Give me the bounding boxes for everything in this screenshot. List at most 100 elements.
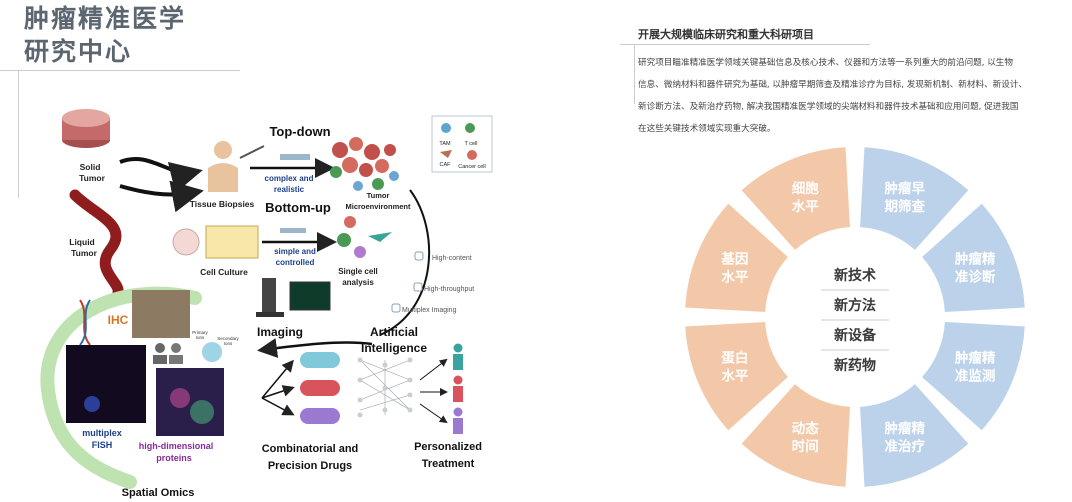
wheel-segment-label: 水平: [721, 368, 749, 385]
complex-realistic-label-2: realistic: [274, 185, 305, 194]
single-cell-icon-4: [368, 232, 392, 242]
wheel-segment-label: 时间: [792, 438, 819, 455]
multiplex-fish-label-1: multiplex: [82, 428, 122, 438]
personalized-label-1: Personalized: [414, 441, 482, 453]
heading-divider-vertical: [634, 44, 635, 104]
high-throughput-label: High-throughput: [424, 286, 474, 293]
spatial-omics-label: Spatial Omics: [122, 487, 195, 499]
secondary-ions-label-1: Secondary: [217, 336, 239, 341]
personalized-label-2: Treatment: [422, 458, 475, 470]
patient-figure: [208, 141, 265, 192]
microscope-icon: [256, 278, 284, 317]
arrow-drug-3: [261, 397, 295, 416]
complex-realistic-label-1: complex and: [265, 174, 314, 183]
primary-ions-label-1: Primary: [192, 330, 208, 335]
wheel-segment-label: 肿瘤精: [955, 350, 996, 367]
tissue-biopsies-label: Tissue Biopsies: [190, 199, 255, 209]
arrow-to-spatial: [257, 338, 373, 358]
wheel-center-label: 新技术: [834, 267, 876, 284]
wheel-segment: [860, 384, 969, 487]
tme-label-2: Microenvironment: [345, 202, 411, 211]
arrow-drug-2: [261, 385, 295, 399]
body-line-1: 研究项目瞄准精准医学领域关键基础信息及核心技术、仪器和方法等一系列重大的前沿问题…: [638, 58, 1013, 68]
precision-medicine-figure: Solid Tumor Liquid Tumor Tissue Biopsies…: [40, 109, 493, 499]
protein-stain-1: [170, 388, 190, 408]
wheel-center-label: 新设备: [834, 327, 877, 344]
imaging-label: Imaging: [257, 325, 303, 339]
tcell-icon: [465, 123, 475, 133]
wheel-segment-label: 准诊断: [955, 268, 996, 285]
capsule-red-icon: [300, 380, 340, 396]
arrow-person-1: [419, 358, 448, 381]
wheel-segment: [860, 147, 969, 250]
single-cell-icon-1: [344, 216, 356, 228]
title-divider: [0, 70, 240, 71]
patient-icon-purple: [453, 407, 463, 434]
arrow-drug-1: [261, 359, 294, 399]
tcell-label: T cell: [464, 141, 477, 147]
multiplex-imaging-label: Multiplex Imaging: [402, 307, 457, 314]
dna-icon: [79, 299, 91, 346]
wheel-segment: [685, 322, 788, 431]
wheel-segment-label: 细胞: [792, 180, 819, 197]
ai-label-1: Artificial: [370, 325, 418, 339]
wheel-segment: [741, 384, 850, 487]
combinatorial-label-1: Combinatorial and: [262, 443, 359, 455]
heading-divider: [620, 44, 870, 45]
cancer-cell-label: Cancer cell: [458, 164, 486, 170]
secondary-ions-label-2: Ions: [224, 341, 233, 346]
arrow-person-3: [419, 403, 448, 424]
patient-icon-teal: [453, 343, 463, 370]
research-wheel-diagram: 肿瘤早期筛查肿瘤精准诊断肿瘤精准监测肿瘤精准治疗动态时间蛋白水平基因水平细胞水平…: [685, 147, 1025, 487]
wheel-segment: [922, 322, 1025, 431]
wheel-segment-label: 水平: [721, 268, 749, 285]
neural-network-nodes: [357, 357, 413, 418]
multiplex-fish-label-2: FISH: [92, 440, 113, 450]
slide-icon-2: [280, 228, 306, 233]
wheel-segment-label: 期筛查: [884, 198, 925, 215]
tam-icon: [441, 123, 451, 133]
high-dim-label-2: proteins: [156, 453, 192, 463]
solid-tumor-illustration: [62, 109, 110, 148]
wheel-center-label: 新药物: [834, 357, 876, 374]
multiplex-imaging-marker: [391, 303, 401, 313]
imaging-monitor: [289, 281, 331, 311]
multiplex-fish-image: [66, 345, 146, 423]
ai-label-2: Intelligence: [361, 341, 427, 355]
tam-label: TAM: [439, 141, 451, 147]
cancer-cell-icon: [467, 150, 477, 160]
petri-dish-icon: [172, 228, 200, 256]
caf-label: CAF: [440, 162, 452, 168]
section-body: 研究项目瞄准精准医学领域关键基础信息及核心技术、仪器和方法等一系列重大的前沿问题…: [638, 52, 1072, 140]
wheel-segment-label: 水平: [792, 198, 819, 215]
liquid-tumor-label-1: Liquid: [69, 237, 95, 247]
high-dim-protein-image: [156, 368, 224, 436]
capsule-purple-icon: [300, 408, 340, 424]
caf-icon: [440, 150, 452, 158]
wheel-segment-label: 准监测: [955, 368, 996, 385]
dna-icon-strand: [79, 299, 91, 346]
protein-stain-2: [190, 400, 214, 424]
primary-ions-label-2: Ions: [196, 335, 205, 340]
cell-culture-label: Cell Culture: [200, 267, 248, 277]
wheel-segment-label: 蛋白: [721, 350, 748, 367]
fish-cell: [84, 396, 100, 412]
top-down-label: Top-down: [269, 124, 330, 139]
wheel-segment: [685, 203, 788, 312]
section-heading: 开展大规模临床研究和重大科研项目: [638, 28, 814, 41]
wheel-segment: [741, 147, 850, 250]
well-plate-icon: [205, 225, 259, 259]
high-throughput-marker: [413, 282, 423, 292]
patient-icon-red: [453, 375, 463, 402]
imaging-connector: [379, 189, 431, 336]
page-title-line1: 肿瘤精准医学: [24, 4, 187, 33]
ihc-image: [132, 290, 190, 338]
people-icon: [153, 343, 183, 364]
ion-beam-icon: [202, 342, 222, 362]
arrow-to-biopsy-2: [119, 180, 204, 213]
solid-tumor-label-1: Solid: [80, 162, 101, 172]
liquid-tumor-label-2: Tumor: [71, 248, 98, 258]
single-cell-label-1: Single cell: [338, 267, 378, 276]
tme-label-1: Tumor: [367, 191, 390, 200]
wheel-segment: [922, 203, 1025, 312]
